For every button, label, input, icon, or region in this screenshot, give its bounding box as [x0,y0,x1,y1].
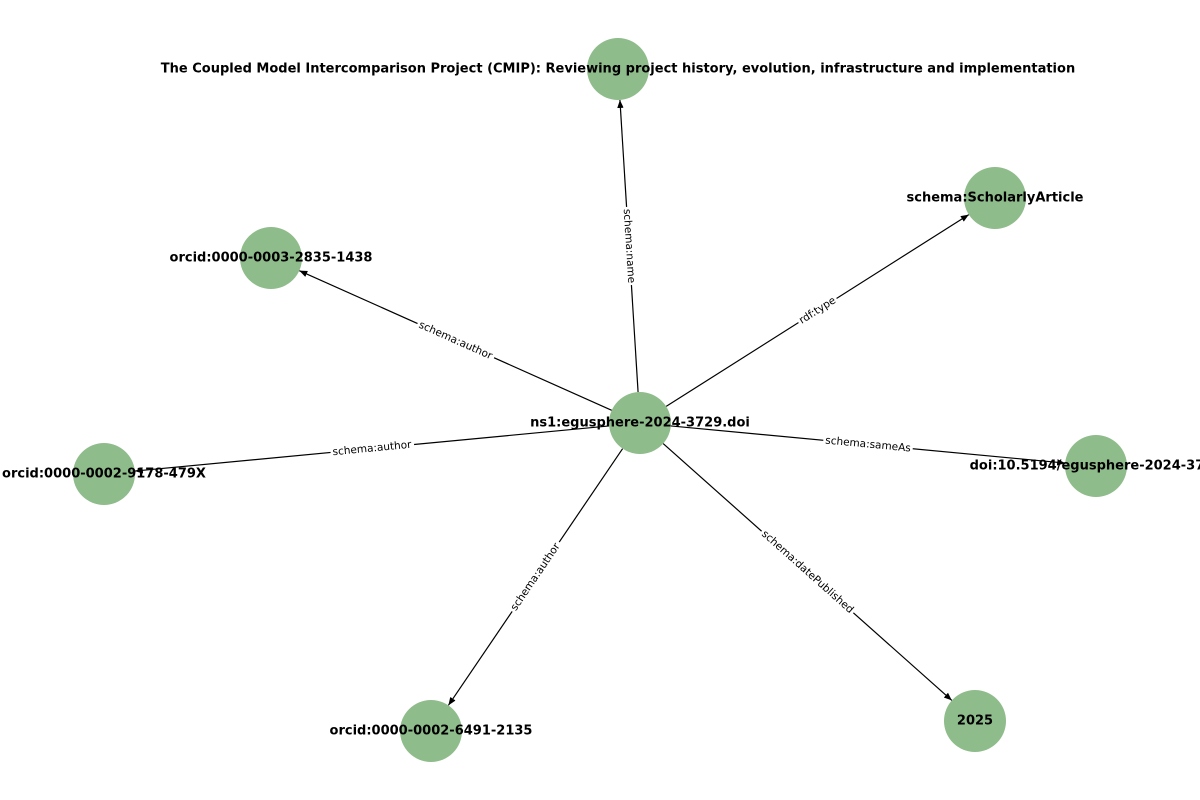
node-doi [1065,435,1127,497]
node-year [944,690,1006,752]
edge-label-background [794,292,841,329]
node-title [587,38,649,100]
node-label-year: 2025 [957,714,993,729]
edge-label-group: schema:sameAs [822,433,914,456]
edge-label: schema:author [508,540,563,613]
node-label-author1: orcid:0000-0003-2835-1438 [170,251,373,266]
node-author1 [240,227,302,289]
node-label-title: The Coupled Model Intercomparison Projec… [161,62,1075,77]
edge-label-background [756,525,859,619]
nodes-layer [73,38,1127,762]
edge-label-group: schema:author [329,437,415,460]
node-type [964,167,1026,229]
node-label-author3: orcid:0000-0002-6491-2135 [330,724,533,739]
edge-label: schema:datePublished [759,528,856,616]
edge-label: rdf:type [797,294,838,326]
edge-label-background [822,433,914,456]
edge-label-background [329,437,415,460]
edge-label-group: rdf:type [794,292,841,329]
node-label-author2: orcid:0000-0002-9178-479X [2,467,206,482]
node-author3 [400,700,462,762]
edge-label-group: schema:datePublished [756,525,859,619]
node-label-doi: doi:10.5194/egusphere-2024-3729 [970,459,1200,474]
node-label-type: schema:ScholarlyArticle [907,191,1084,206]
edge-label-group: schema:name [619,206,639,286]
edge-label-background [506,538,566,616]
edge-label: schema:author [417,319,495,363]
edge-label-group: schema:author [506,538,566,616]
node-author2 [73,443,135,505]
edge-label-group: schema:author [414,317,497,365]
node-label-center: ns1:egusphere-2024-3729.doi [530,416,750,431]
edge-label: schema:name [621,209,638,284]
edge-label-background [414,317,497,365]
edge-label-background [619,206,639,286]
node-center [609,392,671,454]
labels-layer: ns1:egusphere-2024-3729.doi The Coupled M… [2,62,1200,739]
